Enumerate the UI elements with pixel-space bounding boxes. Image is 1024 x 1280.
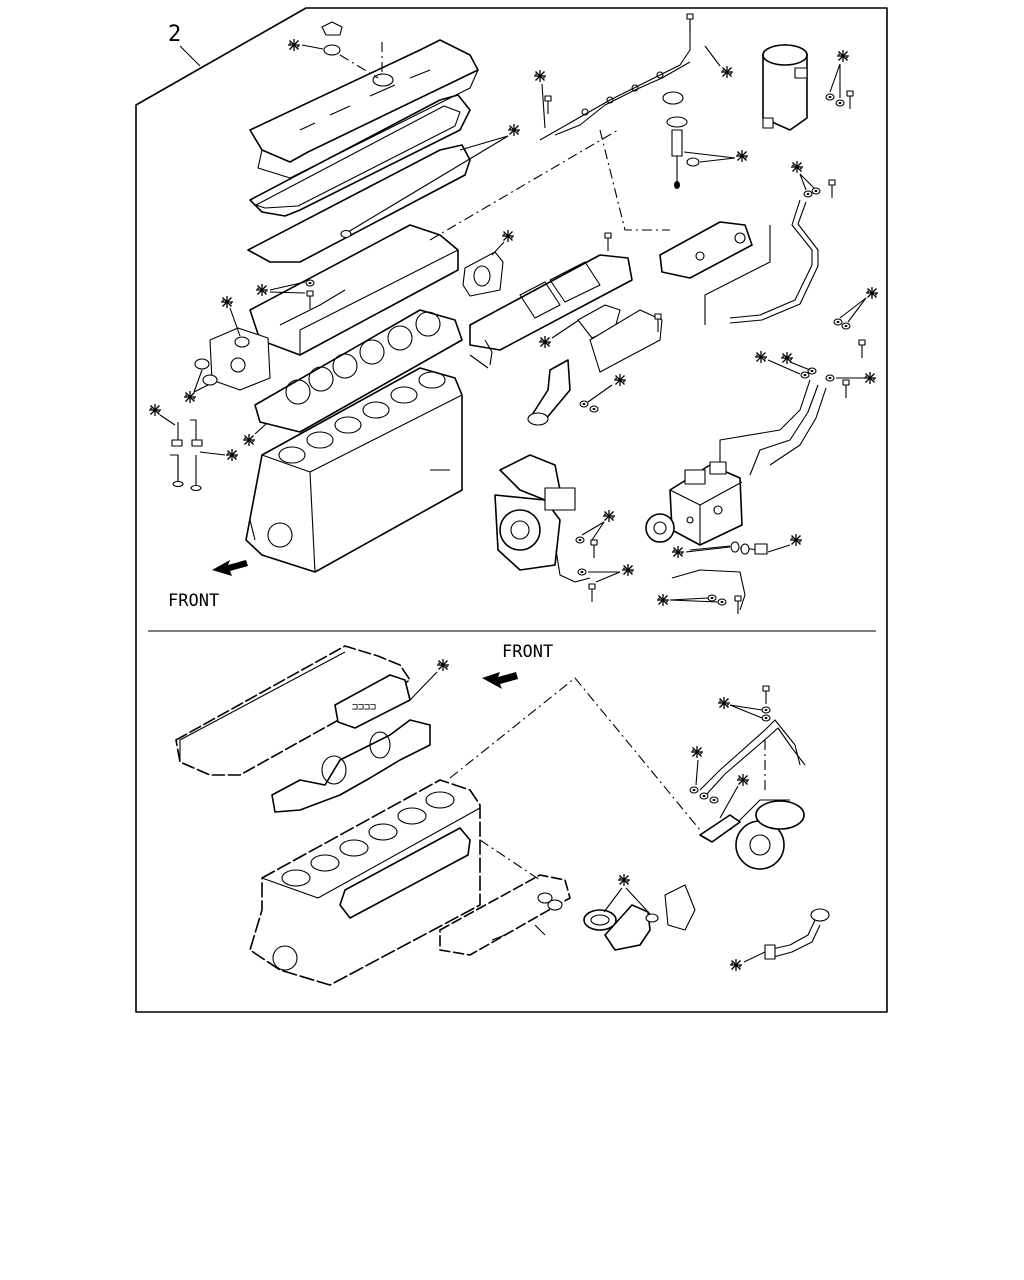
mark-star: [148, 403, 162, 417]
fuel-filter: [762, 44, 854, 131]
pump-fittings: [671, 541, 768, 615]
svg-text:⊐⊐⊐⊐: ⊐⊐⊐⊐: [352, 702, 376, 713]
mark-star: [613, 373, 627, 387]
cylinder-block: [245, 367, 463, 573]
mark-star: [617, 873, 631, 887]
oil-cooler: [439, 874, 571, 956]
mark-star: [789, 533, 803, 547]
mark-star: [501, 229, 515, 243]
oil-filler-cap: [321, 21, 394, 87]
water-pipe: [527, 359, 571, 426]
mark-star: [720, 65, 734, 79]
cylinder-block-lower: [249, 779, 481, 986]
mark-star: [533, 69, 547, 83]
bolt-washer: [305, 279, 315, 287]
front-arrow-icon: [212, 560, 248, 576]
injection-pipes: [719, 367, 850, 476]
mark-star: [690, 745, 704, 759]
air-compressor: [494, 454, 591, 583]
cylinder-head-lower: [175, 645, 411, 776]
index-leader: [179, 45, 201, 67]
intake-manifold: [469, 232, 633, 369]
index-label: 2: [168, 22, 181, 47]
mark-star: [735, 149, 749, 163]
valves: [170, 419, 203, 492]
cylinder-head-cover: [249, 39, 479, 179]
exhaust-manifold: [271, 719, 431, 813]
front-label-lower: FRONT: [502, 642, 553, 662]
mark-star: [220, 295, 234, 309]
head-cover-gasket: [247, 94, 471, 263]
injection-pump: [645, 461, 743, 546]
mark-star: [255, 283, 269, 297]
turbo-gasket: [699, 814, 741, 843]
oil-cooler-gaskets: [583, 884, 696, 951]
mark-star: [863, 371, 877, 385]
front-label-upper: FRONT: [168, 591, 219, 611]
turbo-oil-return: [764, 908, 830, 960]
mark-star: [754, 350, 768, 364]
mark-star: [287, 38, 301, 52]
mark-star: [183, 390, 197, 404]
mark-star: [656, 593, 670, 607]
mark-star: [507, 123, 521, 137]
egr-gasket: [577, 304, 663, 373]
mark-star: [242, 433, 256, 447]
turbocharger: [729, 799, 805, 870]
mark-star: [790, 160, 804, 174]
fuel-injector-harness: [539, 13, 694, 141]
mark-star: [865, 286, 879, 300]
common-rail: [659, 221, 771, 325]
mark-star: [836, 49, 850, 63]
mark-star: [225, 448, 239, 462]
mark-star: [602, 509, 616, 523]
mark-star: [436, 658, 450, 672]
mark-star: [736, 773, 750, 787]
cylinder-head: [249, 224, 459, 356]
mark-star: [538, 335, 552, 349]
head-gasket: [254, 309, 463, 433]
thermostat-housing: [194, 327, 271, 391]
fuel-return-pipe: [729, 179, 866, 359]
front-arrow-icon: [482, 672, 518, 689]
turbo-oil-pipe: [689, 685, 806, 804]
injector-nozzle: [666, 116, 700, 189]
mark-star: [717, 696, 731, 710]
diagram-frame: [135, 7, 888, 1013]
intake-manifold-gasket: [462, 251, 504, 297]
mark-star: [621, 563, 635, 577]
mark-star: [729, 958, 743, 972]
mark-star: [671, 545, 685, 559]
